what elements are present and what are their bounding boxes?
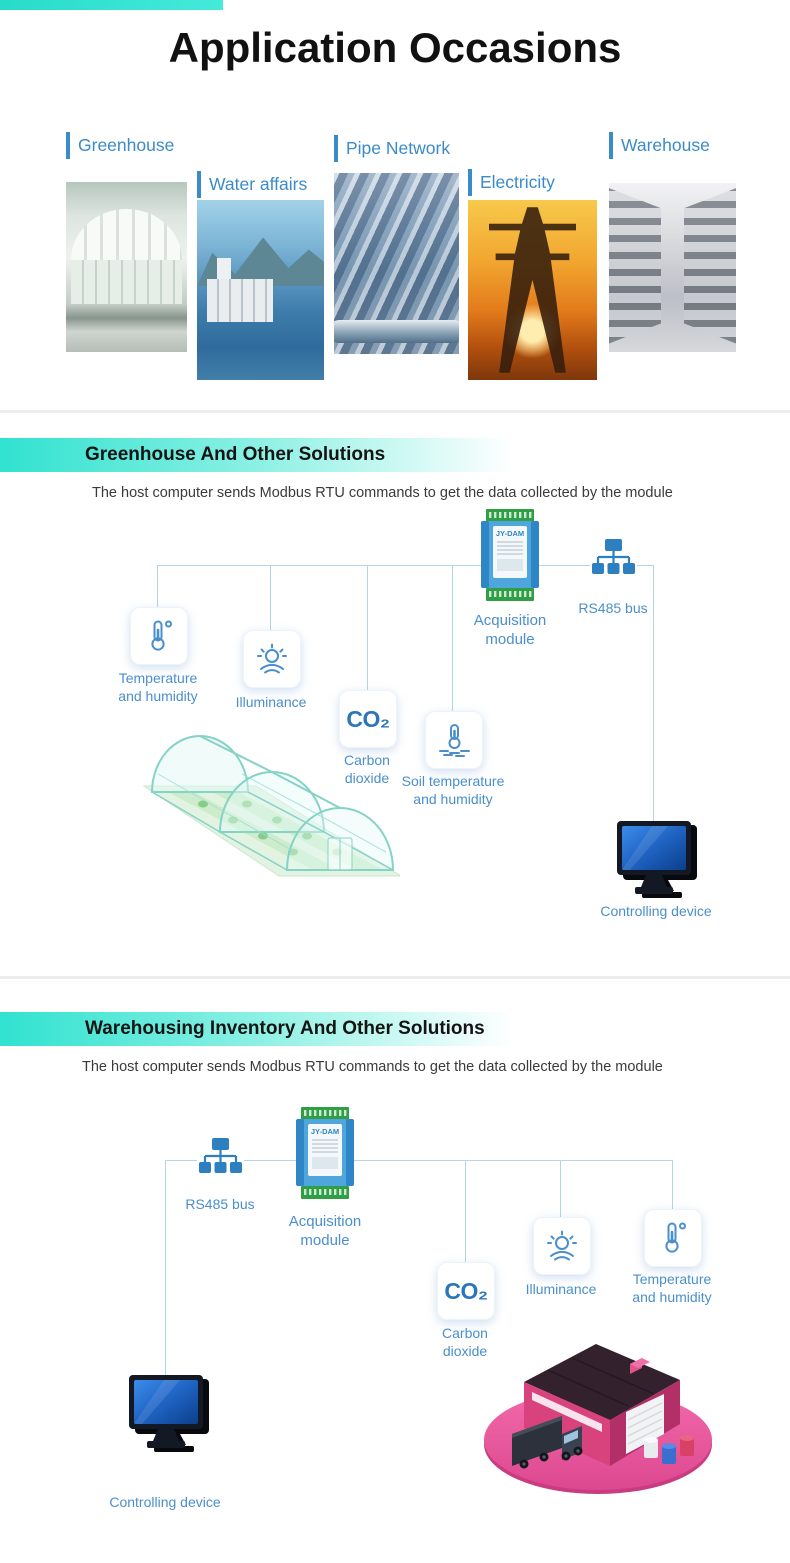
app-label-text: Greenhouse: [78, 135, 175, 155]
app-label-greenhouse: Greenhouse: [66, 132, 174, 159]
app-label-text: Electricity: [480, 172, 555, 192]
rs485-bus-node: [197, 1137, 244, 1183]
drop-line-co2: [465, 1160, 466, 1262]
section2-header: Warehousing Inventory And Other Solution…: [0, 1012, 790, 1046]
rs485-bus-icon: [199, 1138, 242, 1173]
drop-line-co2: [367, 565, 368, 691]
app-label-warehouse: Warehouse: [609, 132, 710, 159]
section2-subtitle: The host computer sends Modbus RTU comma…: [82, 1059, 663, 1075]
top-accent-bar: [0, 0, 223, 10]
bus-line: [165, 1160, 672, 1161]
drop-line-controller: [165, 1160, 166, 1376]
acquisition-module-device: JY-DAM: [481, 509, 539, 601]
greenhouse-photo: [66, 182, 187, 352]
greenhouse-roof-shape: [70, 209, 183, 261]
bus-line: [157, 565, 653, 566]
illuminance-icon: [257, 643, 287, 674]
section1-subtitle: The host computer sends Modbus RTU comma…: [92, 485, 673, 501]
drop-line-temperature: [157, 565, 158, 608]
app-label-text: Warehouse: [621, 135, 710, 155]
soil-temperature-label: Soil temperature and humidity: [401, 773, 505, 807]
label-accent-bar: [334, 135, 338, 162]
dam-tower-shape: [217, 257, 232, 283]
section1-header: Greenhouse And Other Solutions: [0, 438, 790, 472]
controlling-device-node: [128, 1374, 214, 1454]
section2-title: Warehousing Inventory And Other Solution…: [85, 1018, 485, 1039]
acquisition-module-icon: JY-DAM: [481, 509, 539, 601]
illuminance-label: Illuminance: [235, 694, 307, 710]
soil-temperature-sensor: [425, 711, 483, 769]
large-pipe-shape: [334, 319, 459, 344]
app-label-electricity: Electricity: [468, 169, 555, 196]
temperature-humidity-label: Temperature and humidity: [632, 1271, 712, 1305]
rs485-bus-label: RS485 bus: [185, 1196, 255, 1212]
shelf-left-shape: [609, 188, 662, 344]
acquisition-module-label: Acquisition module: [473, 612, 547, 648]
label-accent-bar: [197, 171, 201, 198]
acquisition-module-label: Acquisition module: [288, 1213, 362, 1249]
illuminance-label: Illuminance: [525, 1281, 597, 1297]
mountain-shape: [197, 237, 324, 287]
label-accent-bar: [468, 169, 472, 196]
drop-line-controller: [653, 565, 654, 821]
rs485-bus-label: RS485 bus: [578, 600, 648, 616]
thermometer-icon: [151, 620, 172, 651]
monitor-icon: [129, 1375, 209, 1452]
controlling-device-label: Controlling device: [109, 1494, 221, 1510]
temperature-humidity-label: Temperature and humidity: [118, 670, 198, 704]
greenhouse-wall-shape: [70, 260, 183, 305]
warehouse-illustration: [484, 1344, 712, 1494]
rs485-bus-node: [590, 538, 637, 584]
drop-line-temperature: [672, 1160, 673, 1209]
section-divider: [0, 410, 790, 413]
carbon-dioxide-label: Carbon dioxide: [442, 1325, 488, 1359]
acquisition-module-icon: JY-DAM: [296, 1107, 354, 1199]
illuminance-sensor: [243, 630, 301, 688]
app-label-pipe-network: Pipe Network: [334, 135, 450, 162]
rs485-bus-icon: [592, 539, 635, 574]
co2-symbol: CO₂: [346, 705, 390, 732]
carbon-dioxide-label: Carbon dioxide: [344, 752, 390, 786]
app-label-text: Pipe Network: [346, 138, 451, 158]
co2-sensor: CO₂: [339, 690, 397, 748]
drop-line-illuminance: [270, 565, 271, 631]
temperature-humidity-sensor: [130, 607, 188, 665]
illuminance-icon: [547, 1230, 577, 1261]
drop-line-soil: [452, 565, 453, 712]
label-accent-bar: [609, 132, 613, 159]
monitor-icon: [617, 821, 697, 898]
warehouse-photo: [609, 183, 736, 352]
section-divider: [0, 976, 790, 979]
controlling-device-label: Controlling device: [600, 903, 712, 919]
app-label-water-affairs: Water affairs: [197, 171, 307, 198]
co2-sensor: CO₂: [437, 1262, 495, 1320]
controlling-device-node: [616, 820, 702, 900]
temperature-humidity-sensor: [644, 1209, 702, 1267]
page-title: Application Occasions: [168, 24, 622, 71]
soil-thermometer-icon: [439, 724, 470, 757]
pipe-network-photo: [334, 173, 459, 354]
illuminance-sensor: [533, 1217, 591, 1275]
co2-symbol: CO₂: [444, 1277, 488, 1304]
app-label-text: Water affairs: [209, 174, 308, 194]
label-accent-bar: [66, 132, 70, 159]
dam-building-shape: [207, 279, 274, 323]
thermometer-icon: [665, 1222, 686, 1253]
electricity-photo: [468, 200, 597, 380]
greenhouse-illustration: [142, 735, 400, 877]
device-label-text: JY-DAM: [496, 529, 524, 538]
drop-line-illuminance: [560, 1160, 561, 1217]
acquisition-module-device: JY-DAM: [296, 1107, 354, 1199]
water-affairs-photo: [197, 200, 324, 380]
device-label-text: JY-DAM: [311, 1127, 339, 1136]
shelf-right-shape: [683, 188, 736, 344]
section1-title: Greenhouse And Other Solutions: [85, 444, 386, 465]
